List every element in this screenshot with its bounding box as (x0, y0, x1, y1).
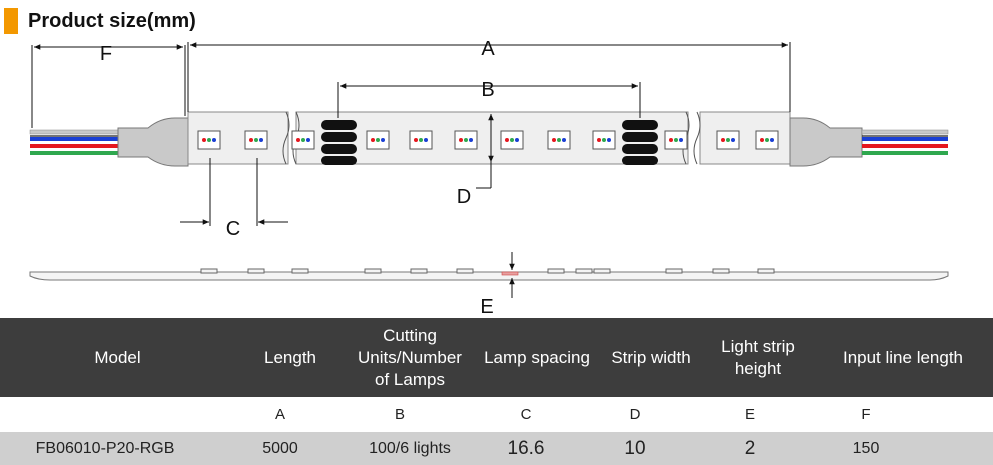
profile-led-chip (665, 268, 683, 274)
led-chip (547, 130, 571, 150)
right-input-wires (861, 129, 949, 155)
cut-pads-left (321, 120, 357, 165)
led-chip (366, 130, 390, 150)
profile-led-chip (456, 268, 474, 274)
dimension-a (187, 42, 791, 112)
strip-body (187, 111, 791, 165)
profile-led-chip (712, 268, 730, 274)
letter-f: F (861, 406, 871, 423)
label-d: D (457, 186, 471, 208)
led-chip (454, 130, 478, 150)
header-length: Length (264, 347, 316, 367)
label-b: B (481, 79, 494, 101)
value-model: FB06010-P20-RGB (35, 439, 175, 457)
led-chip (664, 130, 688, 150)
profile-led-chip (593, 268, 611, 274)
profile-led-chip (575, 268, 593, 274)
dimension-c (180, 158, 288, 226)
led-chip (716, 130, 740, 150)
label-f: F (100, 43, 112, 65)
led-chip (592, 130, 616, 150)
profile-led-chip (247, 268, 265, 274)
page-title: Product size(mm) (28, 10, 196, 32)
profile-led-chip (757, 268, 775, 274)
profile-led-chip (364, 268, 382, 274)
value-cutting-units: 100/6 lights (369, 439, 451, 457)
value-input-line-length: 150 (852, 439, 880, 457)
strip-side-profile (29, 268, 949, 281)
spec-letter-row: A B C D E F (0, 397, 993, 432)
led-chip (409, 130, 433, 150)
spec-table: Model Length Cutting Units/Number of Lam… (0, 318, 993, 465)
profile-led-chip (547, 268, 565, 274)
letter-e: E (744, 406, 755, 423)
header-strip-height: Light strip height (721, 336, 795, 378)
profile-led-chip (410, 268, 428, 274)
label-a: A (481, 38, 495, 60)
spec-header-row: Model Length Cutting Units/Number of Lam… (0, 318, 993, 397)
header-strip-width: Strip width (611, 347, 691, 367)
value-strip-width: 10 (624, 437, 646, 459)
dimension-d (476, 114, 494, 189)
value-length: 5000 (262, 439, 298, 457)
right-cable-connector (789, 117, 863, 167)
profile-led-chip (200, 268, 218, 274)
header-cutting-units: Cutting Units/Number of Lamps (358, 325, 462, 389)
led-strip-diagram: A F B D C E (29, 38, 949, 318)
letter-a: A (274, 406, 285, 423)
label-e: E (480, 296, 493, 318)
label-c: C (226, 218, 240, 240)
led-chip (500, 130, 524, 150)
dimension-b (337, 82, 641, 118)
letter-d: D (629, 406, 641, 423)
header-model: Model (94, 347, 141, 367)
led-chips (197, 130, 779, 150)
profile-led-chip (291, 268, 309, 274)
letter-b: B (394, 406, 405, 423)
led-chip (291, 130, 315, 150)
led-chip (197, 130, 221, 150)
cut-pads-right (622, 120, 658, 165)
letter-c: C (520, 406, 532, 423)
header-lamp-spacing: Lamp spacing (484, 347, 590, 367)
title-accent-bar (4, 8, 18, 34)
led-chip (244, 130, 268, 150)
dimension-f (31, 44, 186, 128)
led-chip (755, 130, 779, 150)
left-cable-connector (117, 117, 189, 167)
value-strip-height: 2 (744, 437, 756, 459)
spec-value-row: FB06010-P20-RGB 5000 100/6 lights 16.6 1… (0, 432, 993, 465)
value-lamp-spacing: 16.6 (507, 437, 545, 459)
left-input-wires (29, 129, 119, 155)
header-input-line-length: Input line length (842, 347, 964, 367)
